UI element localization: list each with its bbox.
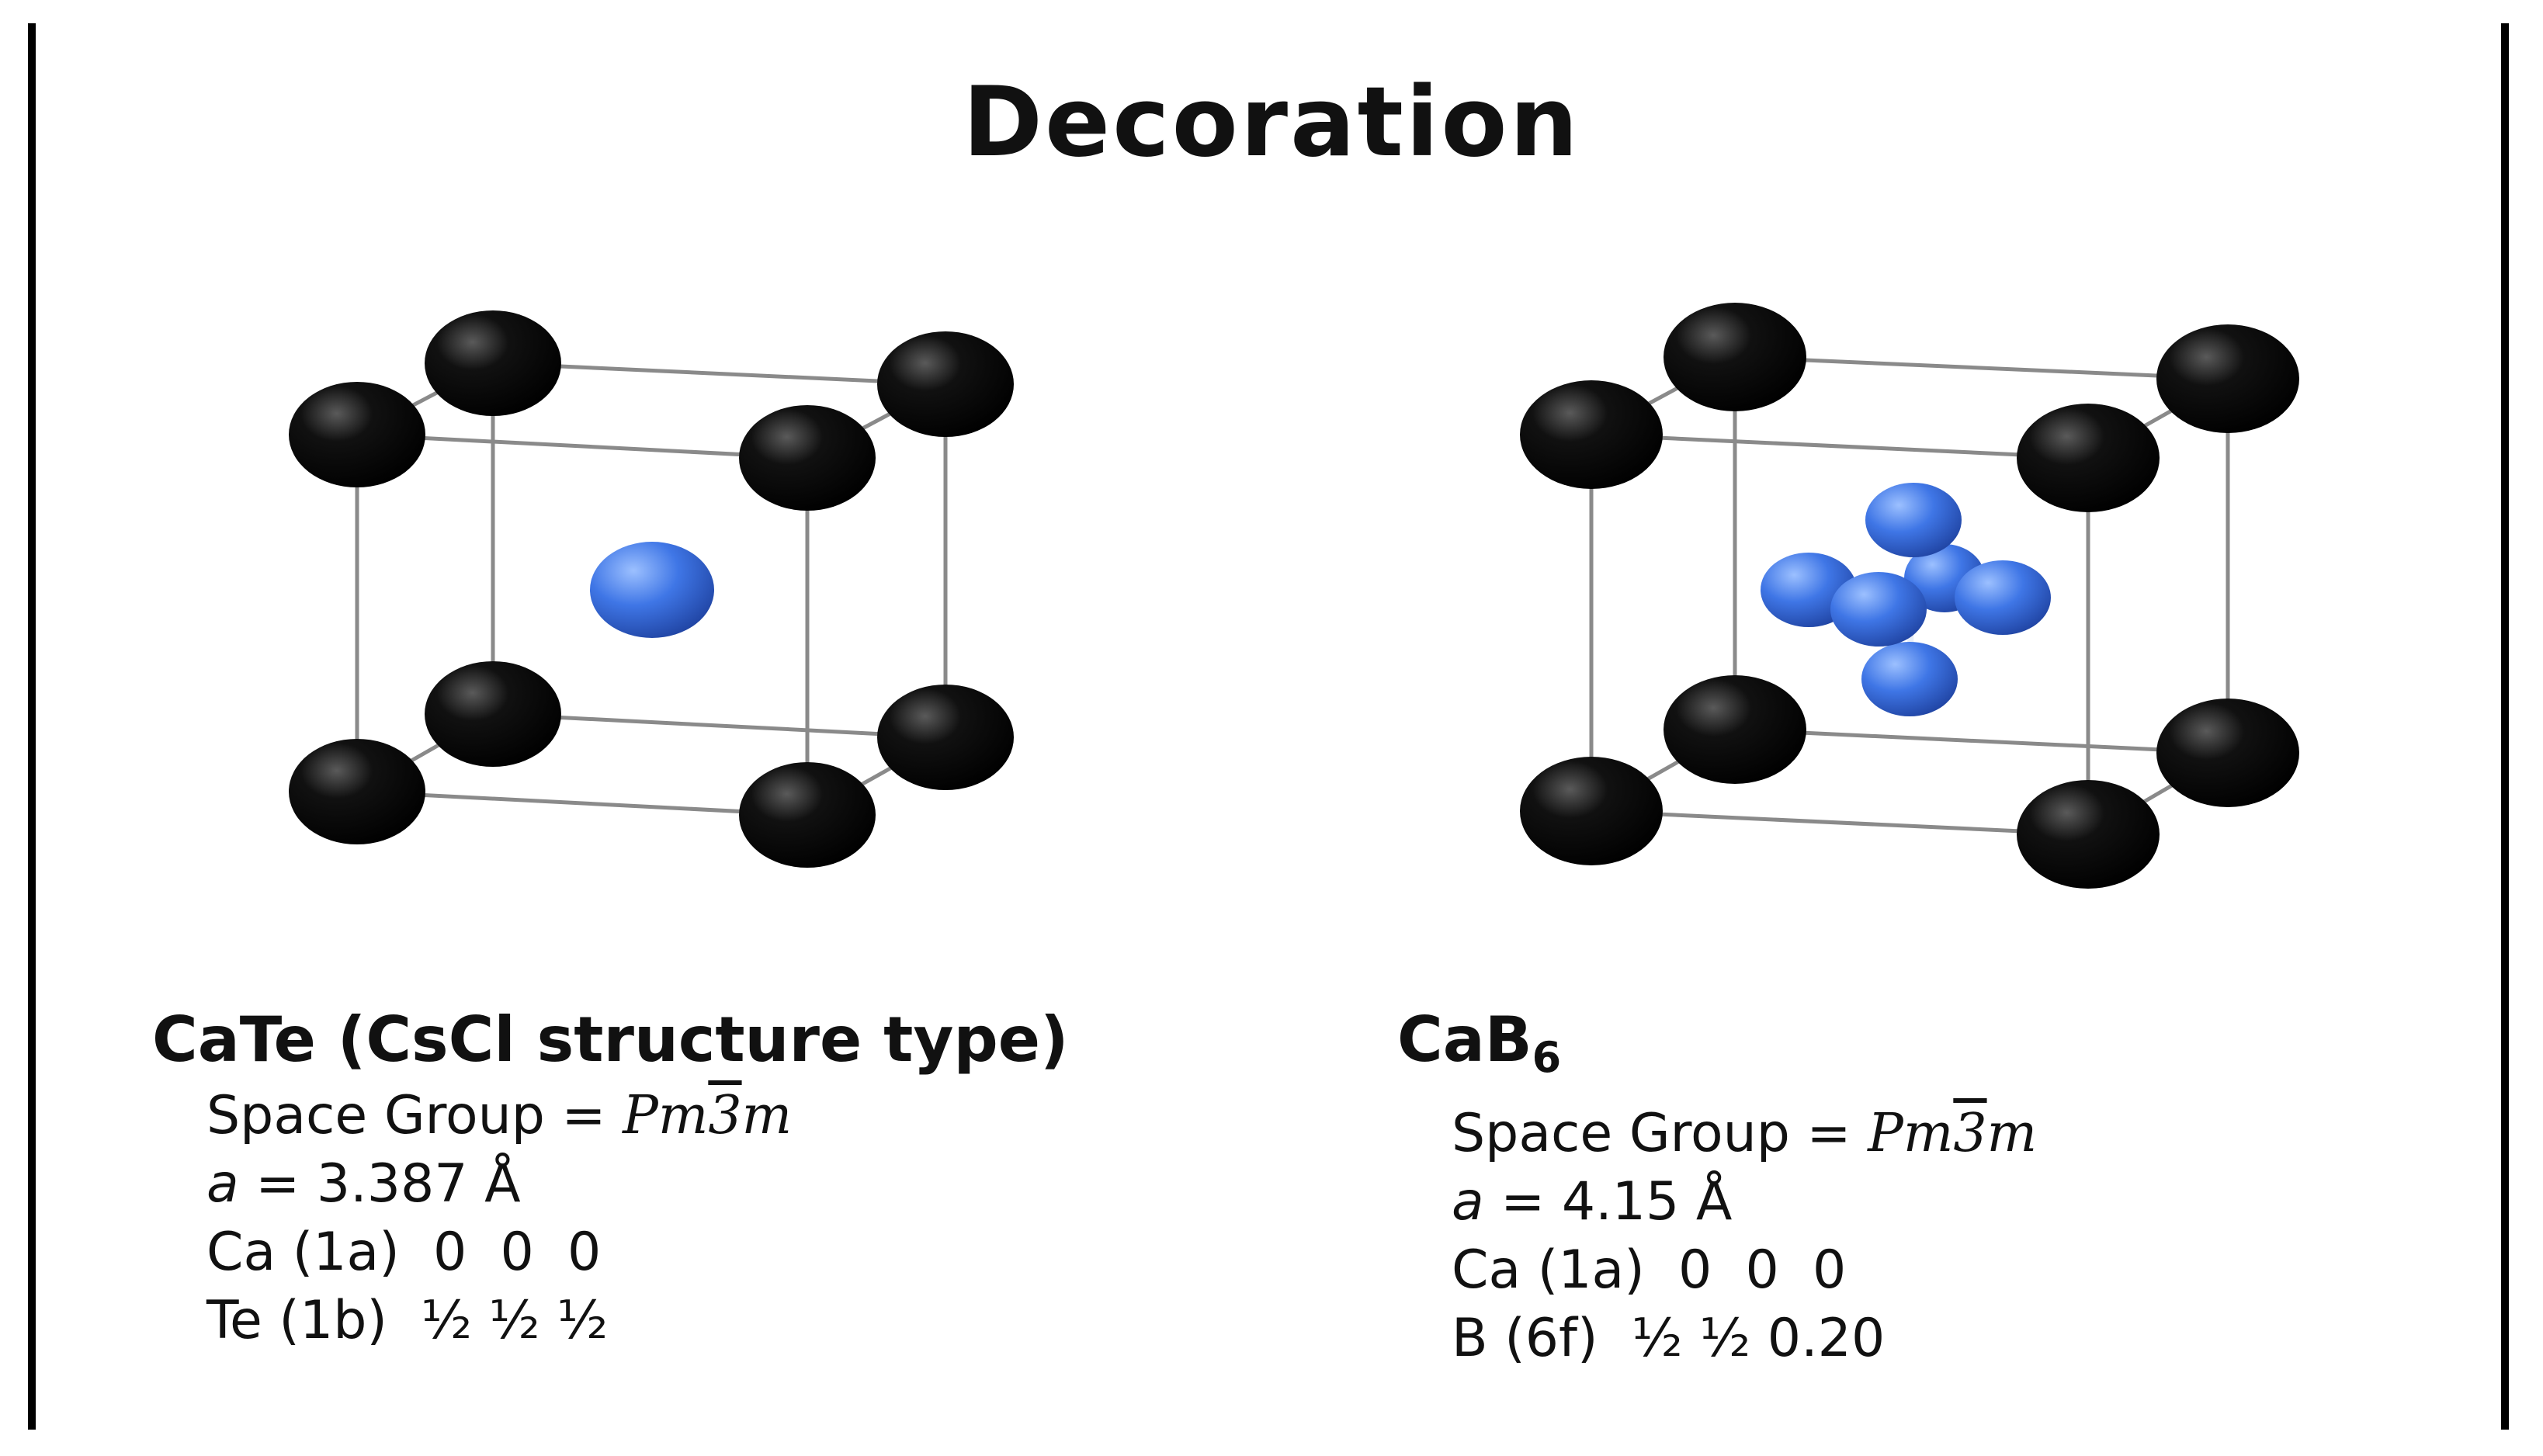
ca-atom (289, 739, 425, 844)
site-te: Te (1b) ½ ½ ½ (206, 1290, 609, 1351)
lattice-a-value: = 4.15 Å (1500, 1171, 1733, 1232)
ca-atom (2017, 404, 2160, 512)
b-atom (1861, 642, 1958, 716)
b-atom (1830, 572, 1927, 647)
slide-title: Decoration (963, 67, 1580, 179)
ca-atom (1520, 380, 1663, 489)
cate-heading: CaTe (CsCl structure type) (152, 1004, 1069, 1076)
ca-atom (289, 382, 425, 487)
edge-line (356, 789, 808, 817)
ca-atom (425, 661, 561, 767)
site-ca: Ca (1a) 0 0 0 (1452, 1239, 1847, 1301)
ca-atom (2156, 324, 2299, 433)
ca-atom (425, 310, 561, 416)
lattice-a-label: a (1452, 1171, 1484, 1232)
te-atom (590, 542, 714, 638)
cab6-heading: CaB6 (1397, 1004, 1562, 1082)
space-group-line: Space Group = Pm3m (206, 1082, 1069, 1150)
cate-description: CaTe (CsCl structure type) Space Group =… (152, 1001, 1069, 1355)
site-ca: Ca (1a) 0 0 0 (206, 1222, 602, 1283)
space-group-symbol: Pm3m (1868, 1103, 2038, 1164)
ca-atoms (289, 310, 1014, 868)
edge-line (356, 432, 808, 460)
space-group-label: Space Group = (206, 1085, 606, 1146)
edge-line (492, 712, 946, 740)
edge-line (1591, 432, 2089, 460)
space-group-line: Space Group = Pm3m (1452, 1100, 2037, 1168)
b-atom (1955, 560, 2051, 635)
b-atom (1865, 483, 1962, 557)
right-border (2501, 23, 2509, 1430)
edge-line (1734, 355, 2229, 381)
cab6-unit-cell (1520, 303, 2299, 889)
ca-atoms (1520, 303, 2299, 889)
left-border (28, 23, 36, 1430)
cate-unit-cell (289, 310, 1014, 868)
ca-atom (739, 405, 876, 511)
lattice-a-value: = 3.387 Å (255, 1153, 521, 1215)
ca-atom (739, 762, 876, 868)
ca-atom (1664, 675, 1806, 784)
edge-line (1591, 809, 2089, 837)
lattice-parameter-line: a = 4.15 Å (1452, 1168, 2037, 1236)
ca-atom (1664, 303, 1806, 411)
lattice-a-label: a (206, 1153, 239, 1215)
site-b: B (6f) ½ ½ 0.20 (1452, 1308, 1886, 1369)
ca-atom (1520, 757, 1663, 865)
space-group-symbol: Pm3m (623, 1085, 793, 1146)
ca-atom (2017, 780, 2160, 889)
ca-atom (877, 685, 1014, 790)
ca-atom (877, 331, 1014, 437)
ca-atom (2156, 699, 2299, 807)
lattice-parameter-line: a = 3.387 Å (206, 1150, 1069, 1219)
cab6-description: CaB6 Space Group = Pm3m a = 4.15 Å Ca (1… (1397, 1001, 2037, 1373)
edge-line (492, 361, 946, 387)
b-atoms (1761, 483, 2051, 716)
space-group-label: Space Group = (1452, 1103, 1851, 1164)
edge-line (1734, 727, 2229, 755)
